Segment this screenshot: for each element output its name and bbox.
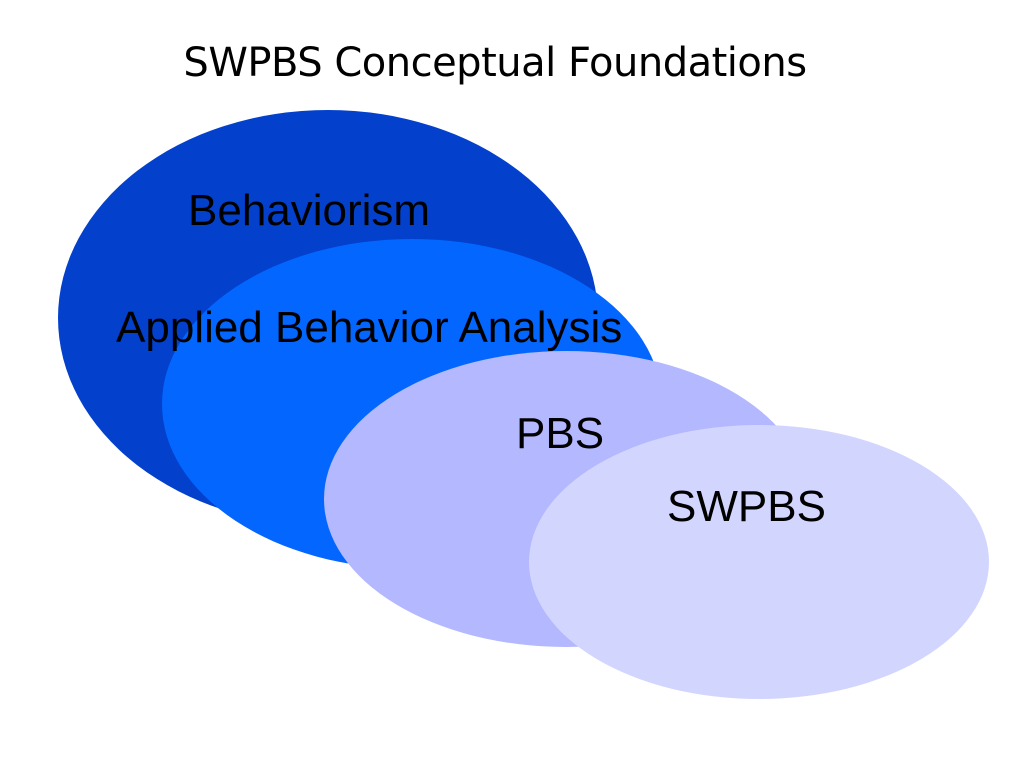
behaviorism-label: Behaviorism [188,186,430,235]
slide-title: SWPBS Conceptual Foundations [183,40,807,86]
applied-behavior-analysis-label: Applied Behavior Analysis [116,303,622,352]
swpbs-label: SWPBS [667,482,826,531]
swpbs-ellipse [529,425,989,699]
pbs-label: PBS [516,409,604,458]
